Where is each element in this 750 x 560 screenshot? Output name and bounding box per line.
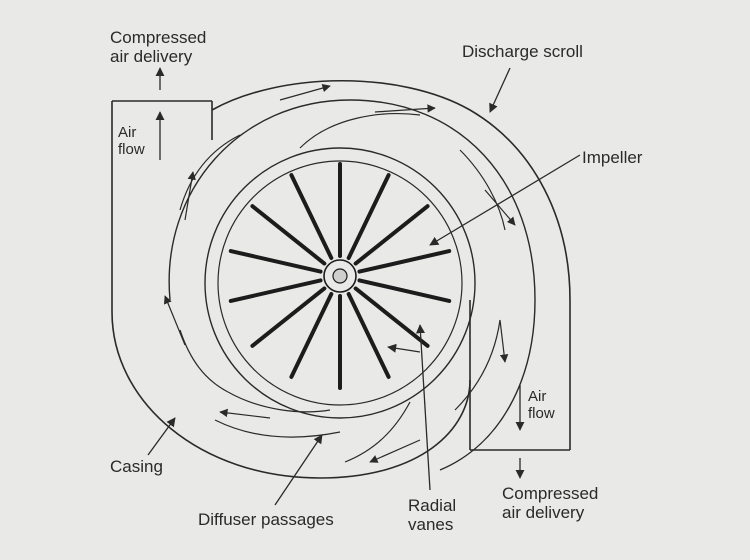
label-top-air-flow-line2: flow [118, 141, 145, 158]
impeller-blade [357, 249, 452, 274]
impeller-blade [289, 292, 334, 379]
left-outlet-duct [111, 100, 213, 312]
right-outlet-duct [469, 300, 571, 451]
leader-lines [147, 67, 581, 506]
impeller-blades [228, 162, 452, 390]
diffuser-inner-ring [217, 160, 463, 406]
impeller-blade [289, 173, 334, 260]
label-right-air-flow-line1: Air [528, 388, 547, 405]
label-diffuser-passages: Diffuser passages [198, 510, 334, 529]
label-bottom-delivery-line2: air delivery [502, 503, 585, 522]
label-bottom-delivery-line1: Compressed [502, 484, 599, 503]
scroll-inner-outline [168, 99, 536, 471]
label-top-air-flow: Air flow [118, 124, 145, 158]
casing-outline [111, 311, 471, 479]
label-top-delivery-line2: air delivery [110, 47, 193, 66]
discharge-scroll-outline [211, 80, 571, 301]
impeller-blade [346, 292, 391, 379]
label-bottom-delivery: Compressed air delivery [502, 484, 598, 522]
label-discharge-scroll: Discharge scroll [462, 42, 583, 61]
impeller-blade [357, 278, 452, 303]
label-right-air-flow: Air flow [528, 388, 555, 422]
impeller-blade [250, 204, 327, 266]
label-casing: Casing [110, 457, 163, 476]
label-radial-vanes: Radial vanes [408, 496, 456, 534]
label-impeller: Impeller [582, 148, 643, 167]
impeller-blade [353, 204, 430, 266]
impeller-shaft [332, 268, 348, 284]
label-top-delivery-line1: Compressed [110, 28, 207, 47]
impeller-blade [353, 286, 430, 348]
label-top-delivery: Compressed air delivery [110, 28, 206, 66]
impeller-blade [346, 173, 391, 260]
impeller-blade [228, 249, 323, 274]
impeller-blade [228, 278, 323, 303]
label-radial-vanes-line1: Radial [408, 496, 457, 515]
impeller-blade [250, 286, 327, 348]
label-radial-vanes-line2: vanes [408, 515, 454, 534]
label-top-air-flow-line1: Air [118, 124, 137, 141]
label-right-air-flow-line2: flow [528, 405, 555, 422]
diffuser-passage-lines [179, 113, 506, 463]
flow-arrows [163, 83, 516, 463]
diffuser-outer-ring [204, 147, 476, 419]
